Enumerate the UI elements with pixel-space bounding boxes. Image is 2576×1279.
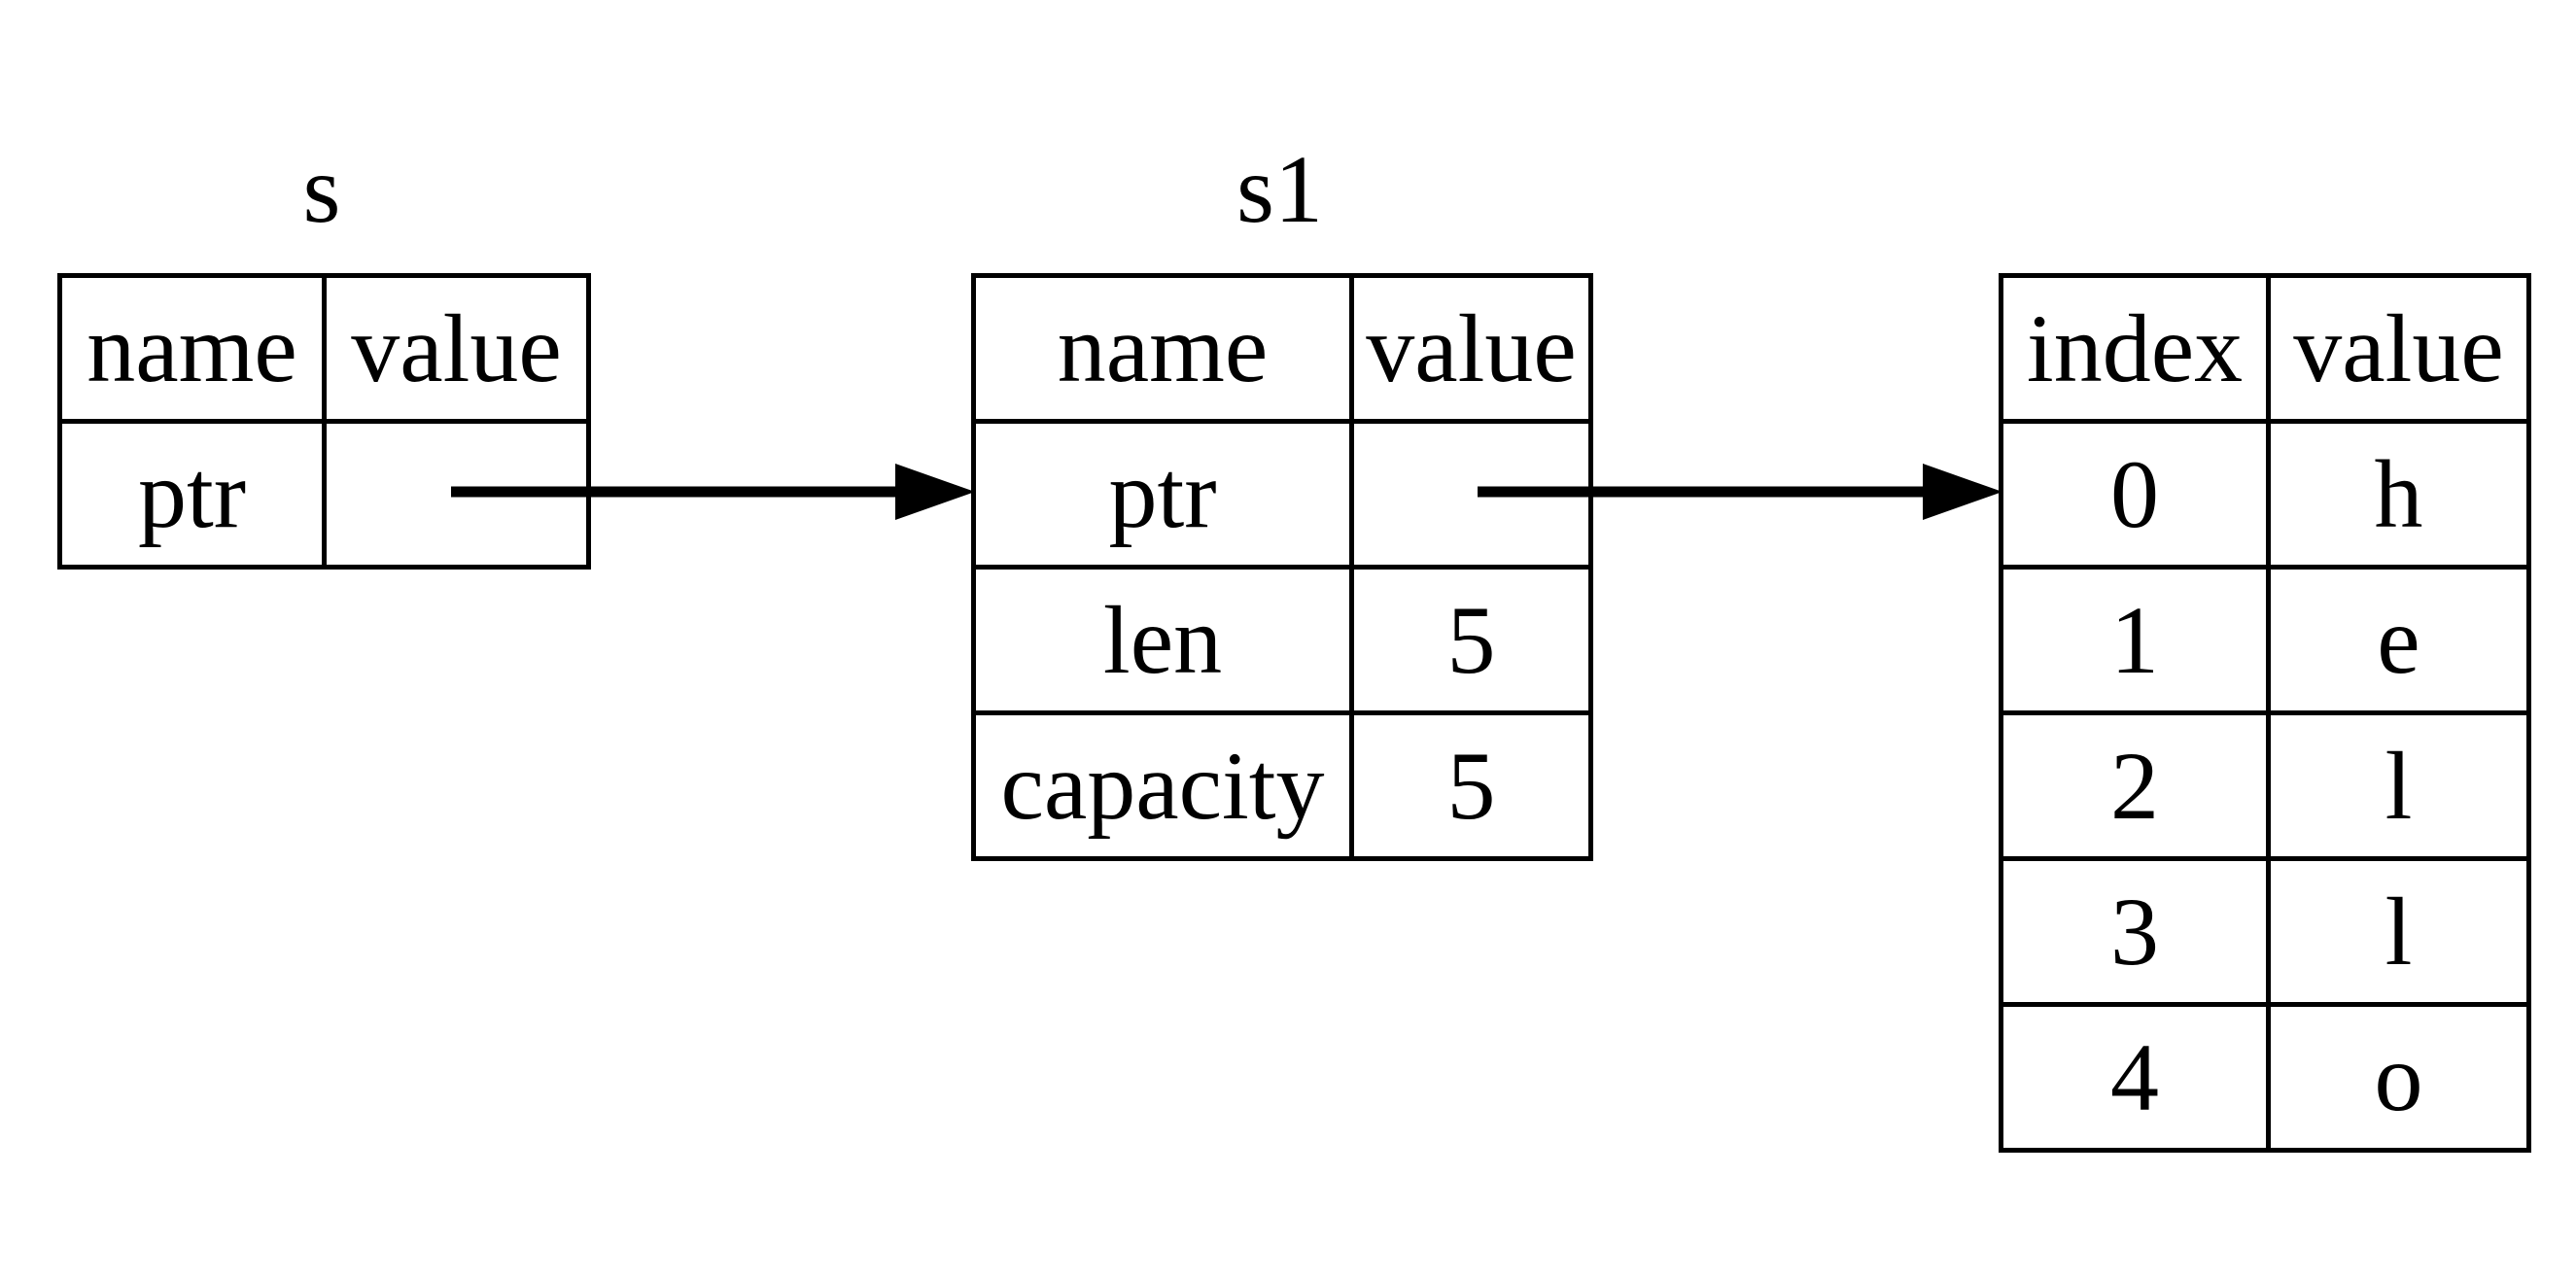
table-heap-cell-0-index: 0	[1999, 419, 2271, 570]
table-heap-cell-2-value: l	[2266, 710, 2531, 861]
table-s1: name value ptr len 5 capacity 5	[971, 273, 1593, 861]
table-heap-cell-4-value: o	[2266, 1002, 2531, 1153]
table-s-header-row: name value	[57, 273, 591, 424]
table-heap-cell-2-index: 2	[1999, 710, 2271, 861]
table-s1-row-len: len 5	[971, 565, 1593, 715]
table-s1-cell-len-name: len	[971, 565, 1354, 715]
table-heap-row-4: 4 o	[1999, 1002, 2531, 1153]
table-heap-header-row: index value	[1999, 273, 2531, 424]
table-heap-cell-1-value: e	[2266, 565, 2531, 715]
table-s1-cell-capacity-name: capacity	[971, 710, 1354, 861]
table-heap: index value 0 h 1 e 2 l 3 l 4 o	[1999, 273, 2531, 1153]
table-title-s1: s1	[1236, 135, 1323, 243]
table-s-cell-ptr-value	[322, 419, 591, 570]
table-s1-cell-ptr-value	[1349, 419, 1593, 570]
table-heap-cell-1-index: 1	[1999, 565, 2271, 715]
table-s1-row-capacity: capacity 5	[971, 710, 1593, 861]
table-s1-header-row: name value	[971, 273, 1593, 424]
table-heap-header-value: value	[2266, 273, 2531, 424]
table-s-row-ptr: ptr	[57, 419, 591, 570]
table-heap-cell-4-index: 4	[1999, 1002, 2271, 1153]
table-heap-row-1: 1 e	[1999, 565, 2531, 715]
table-s1-cell-capacity-value: 5	[1349, 710, 1593, 861]
table-s-cell-ptr-name: ptr	[57, 419, 327, 570]
table-title-s: s	[302, 135, 341, 243]
table-heap-row-3: 3 l	[1999, 856, 2531, 1007]
table-heap-row-0: 0 h	[1999, 419, 2531, 570]
table-s1-cell-len-value: 5	[1349, 565, 1593, 715]
table-heap-cell-3-index: 3	[1999, 856, 2271, 1007]
table-s-header-name: name	[57, 273, 327, 424]
table-heap-row-2: 2 l	[1999, 710, 2531, 861]
table-heap-cell-0-value: h	[2266, 419, 2531, 570]
arrowhead-icon-s1-to-heap	[1923, 464, 2002, 520]
table-s1-header-name: name	[971, 273, 1354, 424]
table-heap-header-index: index	[1999, 273, 2271, 424]
table-s1-header-value: value	[1349, 273, 1593, 424]
table-s: name value ptr	[57, 273, 591, 570]
arrowhead-icon-s-to-s1	[895, 464, 975, 520]
table-s-header-value: value	[322, 273, 591, 424]
table-heap-cell-3-value: l	[2266, 856, 2531, 1007]
table-s1-row-ptr: ptr	[971, 419, 1593, 570]
table-s1-cell-ptr-name: ptr	[971, 419, 1354, 570]
